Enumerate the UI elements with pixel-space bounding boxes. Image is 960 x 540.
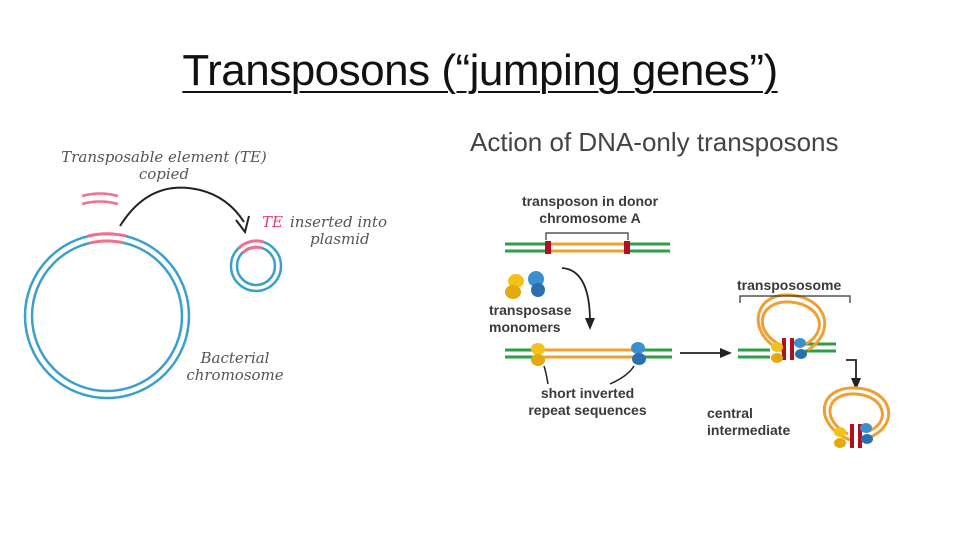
te-inserted-line1: inserted into [290, 213, 387, 231]
repeats-label: short inverted repeat sequences [505, 385, 670, 419]
te-in-plasmid [237, 239, 265, 250]
te-transfer-arrow [119, 186, 245, 227]
monomers-label: transposase monomers [489, 302, 599, 336]
repeat-pointer-right [609, 365, 635, 385]
donor-label-line1: transposon in donor [521, 193, 659, 209]
slide-title: Transposons (“jumping genes”) [182, 46, 778, 95]
donor-bracket [545, 232, 629, 240]
repeat-pointer-left [543, 365, 549, 385]
te-on-chromosome [87, 232, 127, 238]
monomers-label-line1: transposase [489, 302, 572, 318]
te-in-plasmid-inner [241, 245, 263, 255]
te-inserted-label: inserted into plasmid [290, 214, 420, 248]
central-label-line2: intermediate [707, 422, 791, 438]
chromosome-label: Bacterial chromosome [170, 350, 300, 384]
te-label-line1: Transposable element (TE) [61, 148, 267, 166]
repeats-label-line2: repeat sequences [528, 402, 647, 418]
step-arrow-down-2-head [851, 378, 861, 390]
te-inserted-line2: plasmid [310, 230, 370, 248]
monomers-label-line2: monomers [489, 319, 561, 335]
te-copy [81, 192, 119, 198]
central-label-line1: central [707, 405, 753, 421]
bound-dna [505, 342, 672, 366]
step-arrow-down [561, 267, 591, 323]
te-on-chromosome-inner [89, 239, 125, 245]
te-transfer-arrowhead [235, 215, 250, 235]
transpososome-bracket [739, 295, 851, 303]
repeats-label-line1: short inverted [540, 385, 635, 401]
right-panel-title: Action of DNA-only transposons [470, 127, 839, 157]
donor-label: transposon in donor chromosome A [500, 193, 680, 227]
chromosome-label-line1: Bacterial [200, 349, 270, 367]
te-label-line2: copied [138, 165, 190, 183]
central-label: central intermediate [707, 405, 817, 439]
te-inserted-prefix: TE [262, 213, 283, 231]
central-intermediate-shape [822, 386, 891, 448]
te-copy-lower [81, 200, 119, 206]
donor-dna [505, 241, 670, 254]
step-arrow-down-2 [846, 359, 857, 380]
step-arrow-down-head [585, 318, 595, 330]
step-arrow-right-head [720, 348, 732, 358]
transpososome-shape [738, 293, 836, 363]
donor-label-line2: chromosome A [539, 210, 641, 226]
te-label: Transposable element (TE) copied [44, 149, 284, 183]
chromosome-label-line2: chromosome [186, 366, 284, 384]
transposase-monomers-icon [505, 271, 545, 299]
transpososome-label: transpososome [737, 277, 842, 293]
